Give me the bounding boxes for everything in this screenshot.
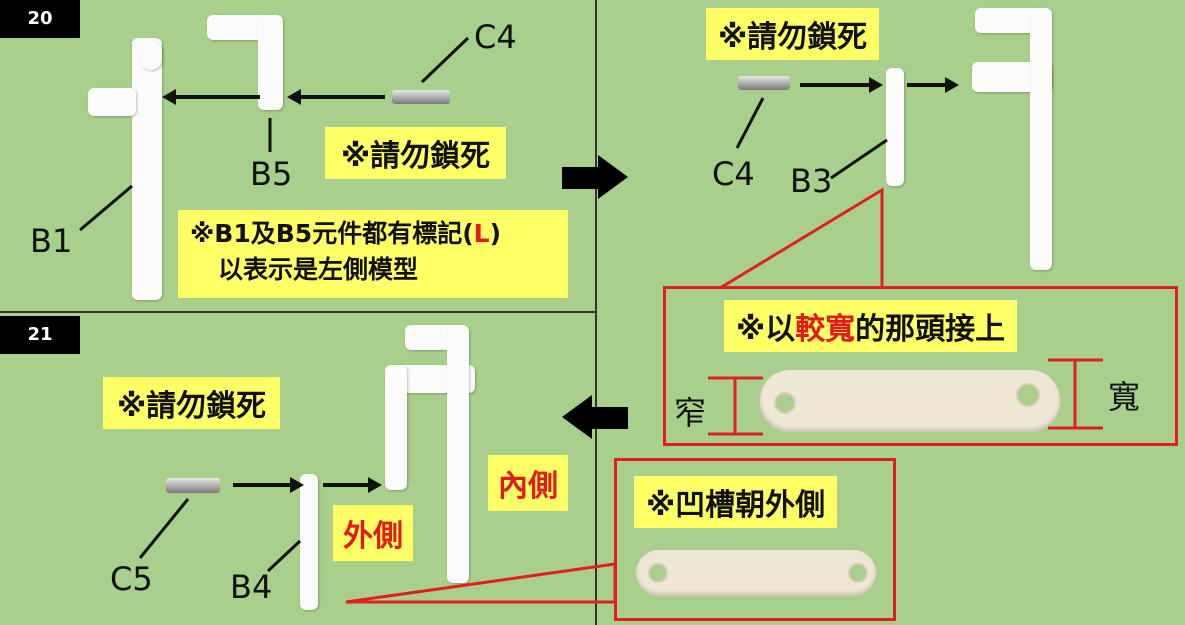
arrow-left-icon bbox=[162, 89, 385, 105]
arrow-right-icon bbox=[562, 155, 628, 199]
part-b1-top bbox=[140, 40, 162, 70]
label-narrow: 窄 bbox=[674, 394, 707, 432]
callout-pointer-groove bbox=[345, 562, 617, 604]
label-b5: B5 bbox=[250, 155, 293, 193]
link-bar-groove bbox=[636, 550, 876, 596]
part-b1-right bbox=[1030, 8, 1052, 270]
part-assembly-arm bbox=[385, 365, 407, 490]
part-b5-top bbox=[207, 15, 267, 40]
callout-pointer-wide bbox=[719, 187, 884, 290]
note-lock-21: ※請勿鎖死 bbox=[103, 377, 281, 429]
step-number-21: 21 bbox=[0, 316, 80, 354]
note-lock-20: ※請勿鎖死 bbox=[325, 127, 507, 179]
leader-lines-20 bbox=[79, 36, 470, 232]
part-b1-peg bbox=[88, 88, 136, 116]
label-c4: C4 bbox=[474, 18, 517, 56]
part-b4 bbox=[300, 474, 318, 610]
note-mark-line2: 以表示是左側模型 bbox=[218, 255, 419, 284]
part-assembly-long bbox=[447, 325, 469, 583]
label-b3: B3 bbox=[790, 162, 833, 200]
arrow-right-icon bbox=[800, 77, 959, 93]
screw-icon bbox=[738, 76, 790, 90]
part-b3 bbox=[886, 68, 904, 186]
note-lock-20b: ※請勿鎖死 bbox=[706, 8, 880, 60]
link-hole-right bbox=[1016, 383, 1040, 407]
label-b1: B1 bbox=[30, 222, 73, 260]
callout-wide-title: ※以較寬的那頭接上 bbox=[724, 300, 1018, 352]
groove-hole-left bbox=[648, 563, 668, 583]
label-c5: C5 bbox=[110, 560, 153, 598]
leader-lines-21 bbox=[138, 498, 302, 573]
note-mark-line1: ※B1及B5元件都有標記(L) bbox=[190, 219, 502, 248]
label-outer-side: 外側 bbox=[333, 505, 413, 561]
arrow-right-icon bbox=[233, 477, 382, 493]
arrow-left-icon bbox=[562, 395, 628, 439]
label-b4: B4 bbox=[230, 568, 273, 606]
step-number-20: 20 bbox=[0, 0, 80, 38]
label-c4-right: C4 bbox=[712, 155, 755, 193]
callout-groove-title: ※凹槽朝外側 bbox=[634, 476, 838, 528]
part-b1 bbox=[132, 38, 162, 300]
horizontal-divider bbox=[0, 311, 597, 313]
screw-icon bbox=[166, 478, 220, 493]
link-hole-left bbox=[774, 392, 796, 414]
part-b5-arm bbox=[258, 15, 283, 110]
screw-icon bbox=[392, 90, 450, 104]
groove-hole-right bbox=[848, 563, 868, 583]
label-inner-side: 內側 bbox=[488, 455, 568, 511]
link-bar-wide bbox=[760, 370, 1060, 432]
dimension-marks bbox=[708, 358, 1103, 436]
leader-lines-20b bbox=[735, 97, 888, 180]
note-mark: ※B1及B5元件都有標記(L) 以表示是左側模型 bbox=[178, 210, 568, 298]
label-wide: 寬 bbox=[1108, 378, 1141, 416]
